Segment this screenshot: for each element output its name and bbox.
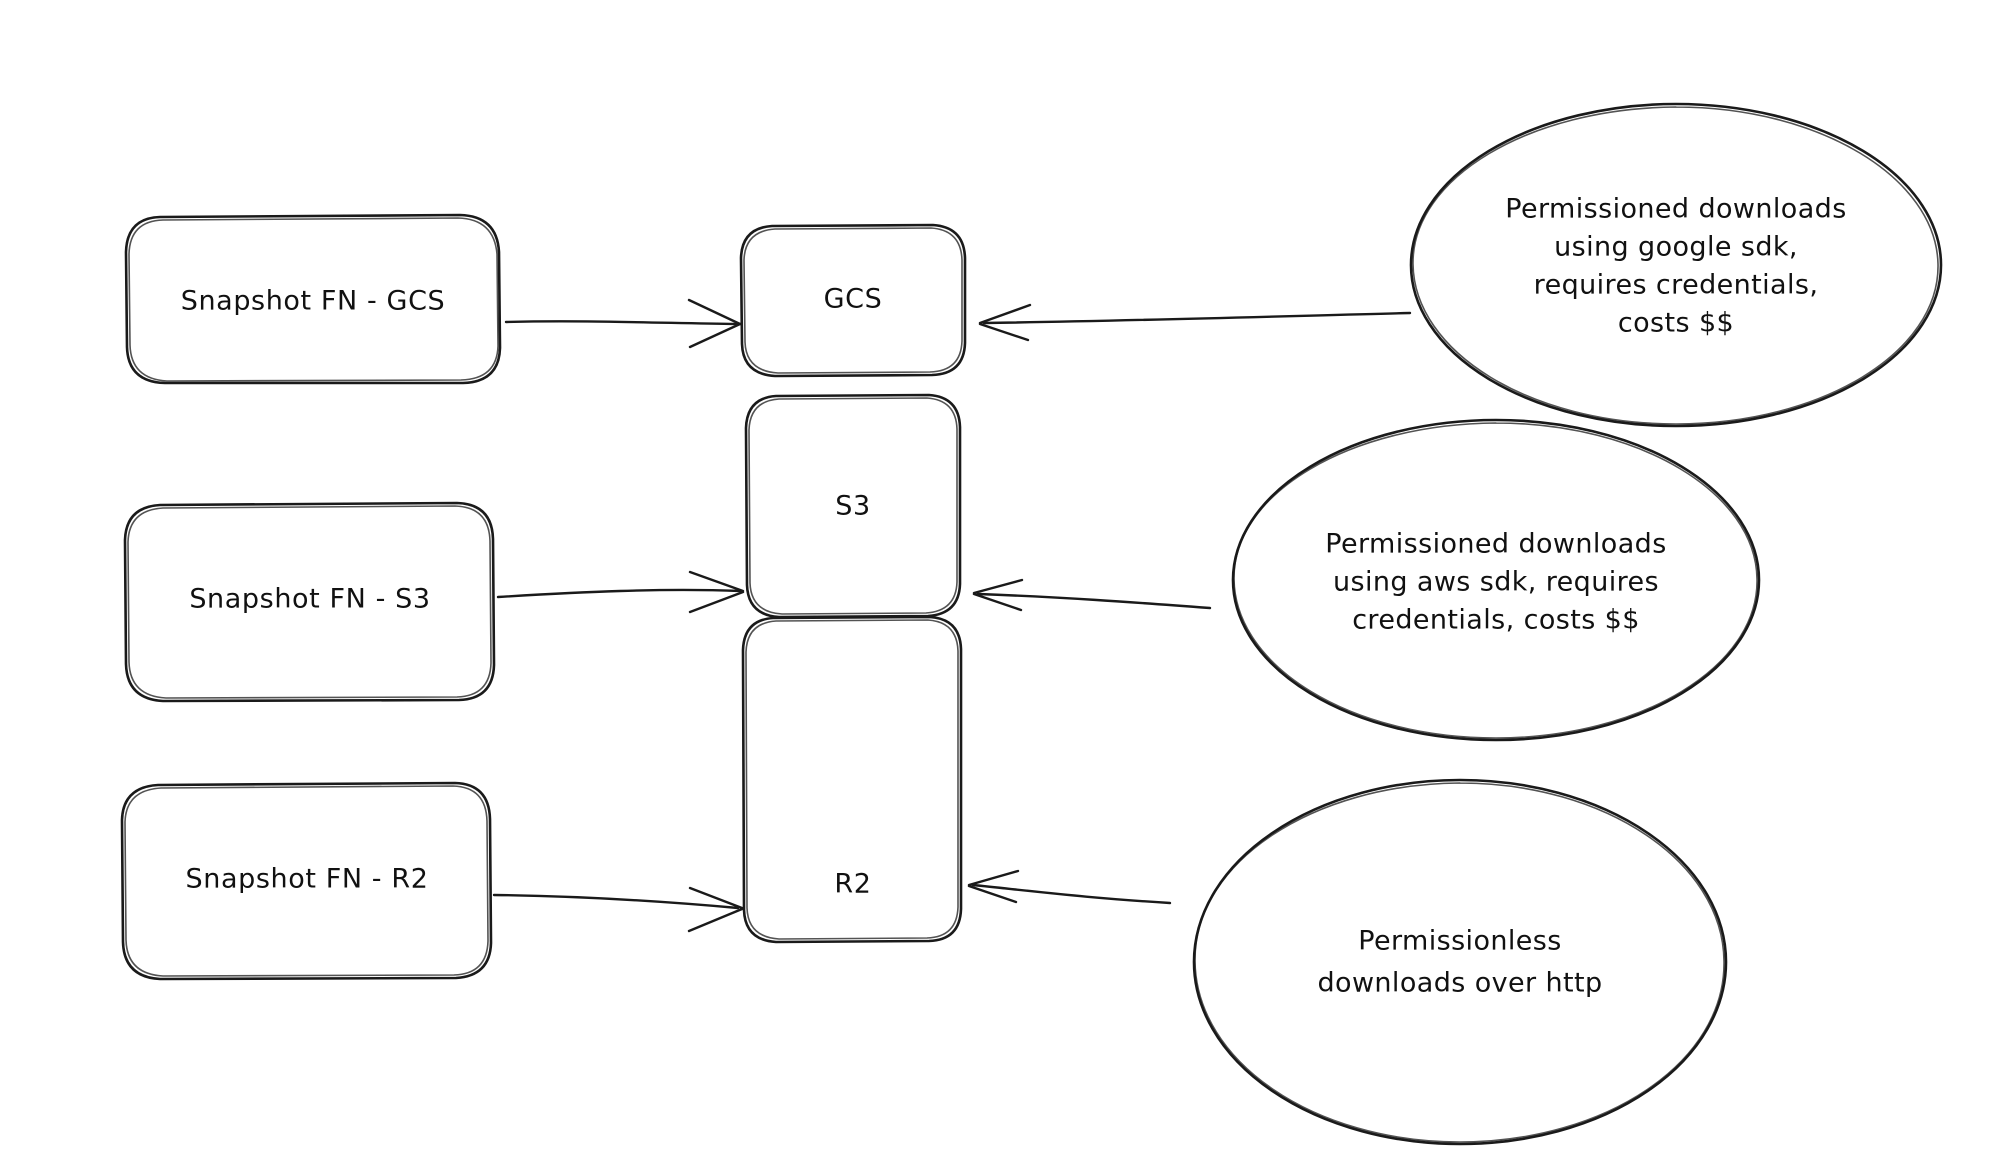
node-gcs[interactable]: GCS (739, 223, 967, 378)
note-s3-line-1: Permissioned downloads (1325, 529, 1666, 560)
note-gcs-line-4: costs $$ (1618, 308, 1734, 339)
edge-note-gcs-to-gcs (978, 303, 1412, 342)
edge-snapshot-gcs-to-gcs (504, 298, 742, 349)
note-s3-line-3: credentials, costs $$ (1352, 605, 1640, 636)
note-gcs-line-2: using google sdk, (1554, 232, 1798, 263)
edge-snapshot-s3-to-s3 (496, 570, 745, 614)
edge-snapshot-r2-to-r2 (492, 886, 744, 933)
note-gcs-downloads[interactable]: Permissioned downloads using google sdk,… (1409, 102, 1943, 428)
note-r2-downloads[interactable]: Permissionless downloads over http (1192, 778, 1728, 1146)
node-s3[interactable]: S3 (744, 393, 962, 619)
node-label-snapshot-fn-s3: Snapshot FN - S3 (189, 584, 430, 615)
note-r2-line-1: Permissionless (1358, 926, 1561, 957)
note-s3-line-2: using aws sdk, requires (1333, 567, 1659, 598)
node-label-r2: R2 (834, 869, 871, 900)
node-r2[interactable]: R2 (741, 615, 963, 944)
node-label-s3: S3 (835, 491, 871, 522)
node-label-gcs: GCS (824, 284, 883, 315)
node-snapshot-fn-s3[interactable]: Snapshot FN - S3 (123, 501, 496, 703)
node-label-snapshot-fn-gcs: Snapshot FN - GCS (181, 286, 446, 317)
node-snapshot-fn-r2[interactable]: Snapshot FN - R2 (120, 781, 493, 981)
note-gcs-line-3: requires credentials, (1534, 270, 1819, 301)
note-s3-downloads[interactable]: Permissioned downloads using aws sdk, re… (1231, 418, 1761, 742)
note-gcs-line-1: Permissioned downloads (1505, 194, 1846, 225)
node-label-snapshot-fn-r2: Snapshot FN - R2 (186, 864, 429, 895)
edge-note-r2-to-r2 (967, 869, 1172, 905)
note-r2-line-2: downloads over http (1317, 968, 1602, 999)
edge-note-s3-to-s3 (972, 578, 1212, 612)
node-snapshot-fn-gcs[interactable]: Snapshot FN - GCS (124, 213, 502, 385)
